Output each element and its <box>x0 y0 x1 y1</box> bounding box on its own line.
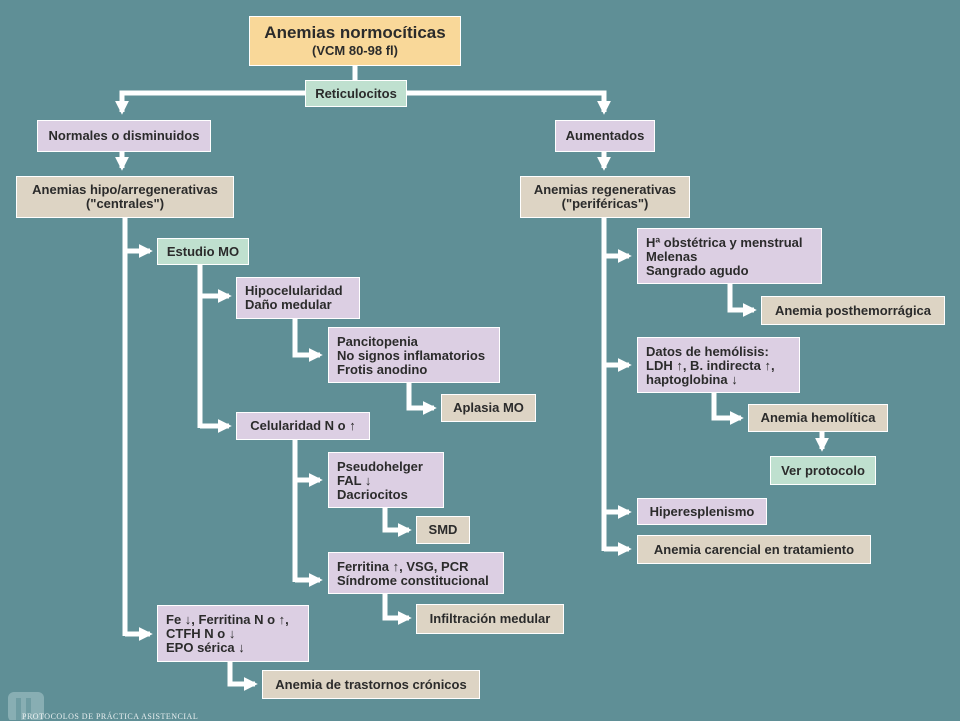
pancitopenia-line2: No signos inflamatorios <box>337 348 486 363</box>
posthemorragica-box: Anemia posthemorrágica <box>761 296 945 325</box>
ver-protocolo-box: Ver protocolo <box>770 456 876 485</box>
aplasia-box: Aplasia MO <box>441 394 536 422</box>
connector-to-hemolitica <box>711 392 744 425</box>
hipocelularidad-line2: Daño medular <box>245 297 332 312</box>
celularidad-box: Celularidad N o ↑ <box>236 412 370 440</box>
connector-to-infiltracion <box>382 594 412 625</box>
title-main: Anemias normocíticas <box>264 23 446 42</box>
hemolisis-line2: LDH ↑, B. indirecta ↑, <box>646 358 775 373</box>
fe-line3: EPO sérica ↓ <box>166 640 245 655</box>
hemorragia-box: Hª obstétrica y menstrual Melenas Sangra… <box>637 228 822 284</box>
aplasia-label: Aplasia MO <box>453 400 524 415</box>
pancitopenia-line1: Pancitopenia <box>337 334 418 349</box>
hipocelularidad-box: Hipocelularidad Daño medular <box>236 277 360 319</box>
hemolitica-label: Anemia hemolítica <box>760 410 876 425</box>
pseudohelger-box: Pseudohelger FAL ↓ Dacriocitos <box>328 452 444 508</box>
hipo-line1: Anemias hipo/arregenerativas <box>32 182 218 197</box>
hemorragia-line1: Hª obstétrica y menstrual <box>646 235 803 250</box>
publisher-logo <box>8 692 44 720</box>
title-box: Anemias normocíticas (VCM 80-98 fl) <box>249 16 461 66</box>
ferritina-box: Ferritina ↑, VSG, PCR Síndrome constituc… <box>328 552 504 594</box>
connector-to-aumentados <box>407 90 611 115</box>
ferritina-line2: Síndrome constitucional <box>337 573 489 588</box>
hipo-line2: ("centrales") <box>85 196 165 211</box>
pseudohelger-line3: Dacriocitos <box>337 487 408 502</box>
hemorragia-line3: Sangrado agudo <box>646 263 749 278</box>
regenerativas-box: Anemias regenerativas ("periféricas") <box>520 176 690 218</box>
cronicos-label: Anemia de trastornos crónicos <box>275 676 467 692</box>
hemolisis-box: Datos de hemólisis: LDH ↑, B. indirecta … <box>637 337 800 393</box>
pseudohelger-line1: Pseudohelger <box>337 459 423 474</box>
aumentados-label: Aumentados <box>565 128 645 143</box>
hiperesplenismo-label: Hiperesplenismo <box>649 503 755 519</box>
footer-text: PROTOCOLOS DE PRÁCTICA ASISTENCIAL <box>22 712 199 721</box>
carencial-label: Anemia carencial en tratamiento <box>653 541 855 557</box>
celularidad-label: Celularidad N o ↑ <box>250 418 356 433</box>
hiperesplenismo-box: Hiperesplenismo <box>637 498 767 525</box>
infiltracion-box: Infiltración medular <box>416 604 564 634</box>
fe-line2: CTFH N o ↓ <box>166 626 236 641</box>
hemolisis-line1: Datos de hemólisis: <box>646 344 769 359</box>
hipo-box: Anemias hipo/arregenerativas ("centrales… <box>16 176 234 218</box>
pseudohelger-line2: FAL ↓ <box>337 473 372 488</box>
normales-label: Normales o disminuidos <box>48 128 200 143</box>
ferritina-line1: Ferritina ↑, VSG, PCR <box>337 559 469 574</box>
hemolisis-line3: haptoglobina ↓ <box>646 372 738 387</box>
regenerativas-line1: Anemias regenerativas <box>533 182 677 197</box>
reticulocitos-label: Reticulocitos <box>315 85 397 101</box>
carencial-box: Anemia carencial en tratamiento <box>637 535 871 564</box>
aumentados-box: Aumentados <box>555 120 655 152</box>
cronicos-box: Anemia de trastornos crónicos <box>262 670 480 699</box>
infiltracion-label: Infiltración medular <box>429 611 551 626</box>
smd-label: SMD <box>428 522 458 537</box>
hemolitica-box: Anemia hemolítica <box>748 404 888 432</box>
estudio-mo-box: Estudio MO <box>157 238 249 265</box>
estudio-mo-label: Estudio MO <box>166 243 240 259</box>
connector-to-smd <box>382 507 412 537</box>
reticulocitos-box: Reticulocitos <box>305 80 407 107</box>
smd-box: SMD <box>416 516 470 544</box>
connector-to-posthemorragica <box>727 284 757 317</box>
connector-to-normales <box>115 90 305 115</box>
hemorragia-line2: Melenas <box>646 249 698 264</box>
title-subtitle: (VCM 80-98 fl) <box>312 43 398 58</box>
ver-protocolo-label: Ver protocolo <box>781 462 865 478</box>
pancitopenia-line3: Frotis anodino <box>337 362 428 377</box>
connector-to-pancitopenia <box>292 318 323 362</box>
hipocelularidad-line1: Hipocelularidad <box>245 283 343 298</box>
pancitopenia-box: Pancitopenia No signos inflamatorios Fro… <box>328 327 500 383</box>
posthemorragica-label: Anemia posthemorrágica <box>774 302 932 318</box>
fe-line1: Fe ↓, Ferritina N o ↑, <box>166 612 289 627</box>
fe-box: Fe ↓, Ferritina N o ↑, CTFH N o ↓ EPO sé… <box>157 605 309 662</box>
connector-to-aplasia <box>406 383 437 415</box>
normales-box: Normales o disminuidos <box>37 120 211 152</box>
connector-to-cronicos <box>227 661 258 691</box>
regenerativas-line2: ("periféricas") <box>561 196 649 211</box>
